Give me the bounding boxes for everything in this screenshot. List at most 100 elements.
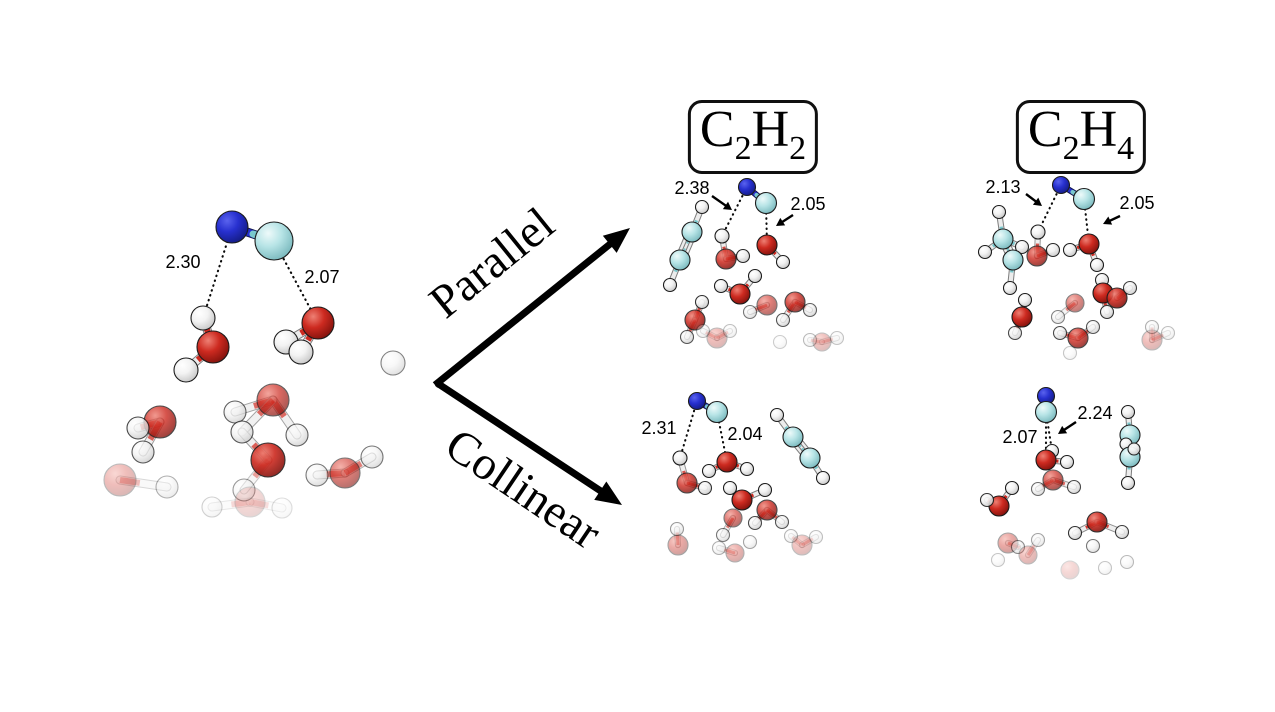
h-atom — [305, 463, 329, 487]
distance-pointer-arrow — [1025, 193, 1042, 206]
h-atom — [722, 323, 738, 339]
o-atom — [1042, 469, 1064, 491]
h-atom — [230, 420, 254, 444]
h-atom — [1014, 239, 1030, 255]
o-atom — [103, 463, 137, 497]
h-atom — [285, 423, 309, 447]
o-atom — [756, 294, 778, 316]
h-atom — [126, 416, 150, 440]
h-atom — [201, 496, 223, 518]
h-atom — [1085, 538, 1101, 554]
n-atom — [737, 177, 757, 197]
o-atom — [676, 472, 698, 494]
formula-subscript: 2 — [789, 130, 807, 167]
h-atom — [715, 527, 731, 543]
hydrogen-bond-dotted-line — [720, 185, 749, 238]
o-atom — [196, 330, 230, 364]
c-atom — [1034, 400, 1058, 424]
o-atom — [667, 534, 689, 556]
h-atom — [775, 254, 791, 270]
o-atom — [791, 534, 813, 556]
h-atom — [783, 528, 799, 544]
h-atom — [742, 534, 758, 550]
h-atom — [829, 330, 845, 346]
o-atom — [1065, 293, 1085, 313]
h-atom — [802, 302, 818, 318]
h-atom — [694, 294, 710, 310]
h-atom — [1062, 345, 1078, 361]
o-atom — [250, 442, 286, 478]
o-atom — [1078, 233, 1100, 255]
formula-symbol: C — [1027, 101, 1063, 158]
h-atom — [714, 228, 730, 244]
distance-label: 2.04 — [727, 424, 762, 444]
c-atom — [1072, 187, 1096, 211]
hydrogen-bond-dotted-line — [1036, 183, 1063, 234]
h-atom — [1030, 224, 1046, 240]
h-atom — [1066, 479, 1082, 495]
distance-label: 2.38 — [674, 178, 709, 198]
h-atom — [669, 521, 685, 537]
h-atom — [1097, 560, 1113, 576]
o-atom — [756, 499, 778, 521]
route-label-collinear: Collinear — [435, 418, 611, 560]
o-atom — [256, 383, 290, 417]
h-atom — [1002, 280, 1018, 296]
formula-symbol: C — [699, 101, 735, 158]
o-atom — [234, 486, 266, 518]
h-atom — [1099, 304, 1115, 320]
h-atom — [1122, 280, 1138, 296]
o-atom — [1026, 245, 1048, 267]
h-atom — [271, 497, 293, 519]
o-atom — [731, 489, 753, 511]
o-atom — [1067, 327, 1089, 349]
h-atom — [1089, 257, 1105, 273]
c-atom — [669, 249, 691, 271]
c-atom — [254, 221, 294, 261]
h-atom — [735, 248, 751, 264]
formula-subscript: 2 — [734, 130, 752, 167]
distance-pointer-arrow — [1058, 421, 1077, 434]
h-atom — [1052, 325, 1068, 341]
o-atom — [684, 309, 706, 331]
h-atom — [772, 334, 788, 350]
h-atom — [991, 204, 1007, 220]
distance-label: 2.24 — [1077, 403, 1112, 423]
n-atom — [687, 391, 707, 411]
h-atom — [769, 407, 785, 423]
h-atom — [1144, 319, 1160, 335]
n-atom — [215, 210, 249, 244]
h-atom — [722, 480, 738, 496]
h-atom — [1030, 532, 1046, 548]
h-atom — [131, 440, 155, 464]
distance-pointer-arrow — [711, 195, 732, 210]
h-atom — [1050, 309, 1066, 325]
panel-parallel-c2h4-structure: 2.132.05 — [977, 175, 1176, 361]
panel-parallel-c2h2-structure: 2.382.05 — [662, 177, 845, 352]
h-atom — [990, 552, 1006, 568]
distance-label: 2.05 — [1119, 193, 1154, 213]
c-atom — [681, 221, 703, 243]
c-atom — [705, 400, 729, 424]
distance-label: 2.07 — [1002, 427, 1037, 447]
o-atom — [784, 291, 806, 313]
o-atom — [329, 457, 361, 489]
h-atom — [1127, 442, 1141, 456]
distance-label: 2.30 — [165, 252, 200, 272]
hydrogen-bond-dotted-line — [715, 410, 729, 464]
h-atom — [1007, 325, 1023, 341]
h-atom — [701, 463, 717, 479]
o-atom — [715, 248, 737, 270]
h-atom — [1059, 454, 1075, 470]
h-atom — [775, 312, 791, 328]
h-atom — [747, 268, 763, 284]
h-atom — [1114, 524, 1130, 540]
h-atom — [1120, 404, 1136, 420]
o-atom — [1011, 306, 1033, 328]
h-atom — [808, 529, 824, 545]
h-atom — [1030, 481, 1046, 497]
h-atom — [1085, 319, 1101, 335]
distance-label: 2.07 — [304, 267, 339, 287]
